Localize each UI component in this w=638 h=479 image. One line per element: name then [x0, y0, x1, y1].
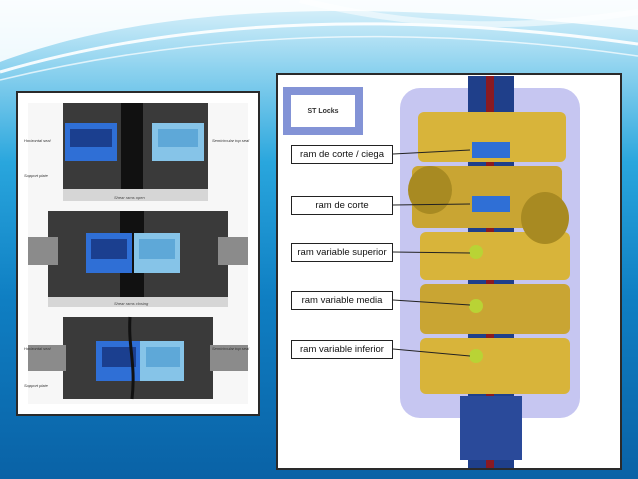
- header-swoosh: [0, 0, 638, 81]
- label-ram-variable-media: ram variable media: [291, 291, 393, 310]
- label-horizontal-seal-top: Horizontal seal: [24, 138, 51, 143]
- label-horizontal-seal-bottom: Horizontal seal: [24, 346, 51, 351]
- caption-shear-rams-closing: Shear rams closing: [114, 301, 149, 306]
- label-support-plate-top: Support plate: [24, 173, 48, 178]
- label-semicircular-top-seal-1: Semicircular top seal: [212, 138, 250, 143]
- shear-rams-illustration-panel: Horizontal seal Support plate Semicircul…: [16, 91, 260, 416]
- label-semicircular-top-seal-2: Semicircular top seal: [212, 346, 250, 351]
- shear-rams-illustration: [28, 103, 248, 404]
- label-ram-corte: ram de corte: [291, 196, 393, 215]
- caption-shear-rams-open: Shear rams open: [114, 195, 145, 200]
- st-locks-badge: ST Locks: [283, 87, 363, 135]
- label-ram-variable-inferior: ram variable inferior: [291, 340, 393, 359]
- label-ram-corte-ciega: ram de corte / ciega: [291, 145, 393, 164]
- st-locks-label: ST Locks: [291, 95, 355, 127]
- label-ram-variable-superior: ram variable superior: [291, 243, 393, 262]
- label-support-plate-bottom: Support plate: [24, 383, 48, 388]
